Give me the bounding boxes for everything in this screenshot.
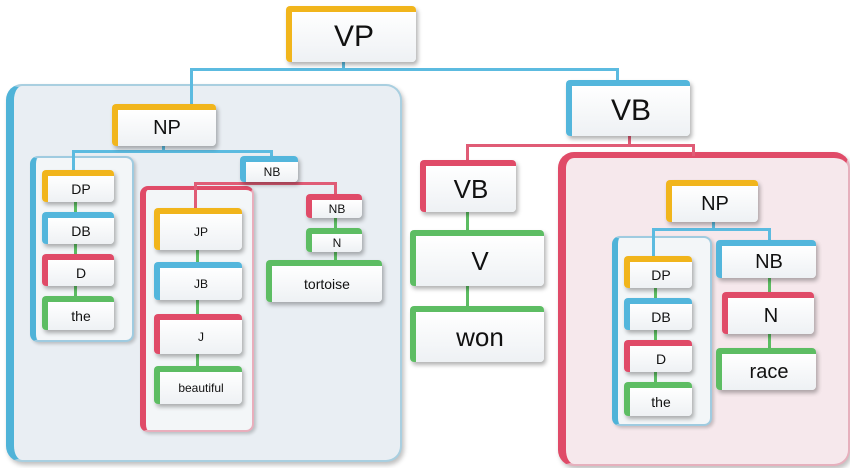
connector xyxy=(72,150,272,153)
n-node: N xyxy=(306,228,362,252)
connector xyxy=(466,144,694,147)
n-node-right: N xyxy=(722,292,814,334)
word-node-the-right: the xyxy=(624,382,692,416)
np-node-right: NP xyxy=(666,180,758,222)
v-node: V xyxy=(410,230,544,286)
dp-node-right: DP xyxy=(624,256,692,288)
connector xyxy=(652,228,770,231)
vb-node: VB xyxy=(566,80,690,136)
connector xyxy=(466,144,469,160)
connector xyxy=(768,228,771,240)
word-node-race: race xyxy=(716,348,816,390)
nb-inner-node: NB xyxy=(306,194,362,218)
d-node: D xyxy=(42,254,114,286)
connector xyxy=(616,68,619,86)
connector xyxy=(342,62,345,70)
connector xyxy=(334,182,337,196)
jp-node: JP xyxy=(154,208,242,250)
np-node: NP xyxy=(112,104,216,146)
db-node-right: DB xyxy=(624,298,692,330)
word-node-the: the xyxy=(42,296,114,330)
vb-node-mid: VB xyxy=(420,160,516,212)
word-node-tortoise: tortoise xyxy=(266,260,382,302)
connector xyxy=(194,182,197,208)
connector xyxy=(162,144,165,152)
connector xyxy=(270,150,273,156)
vp-node: VP xyxy=(286,6,416,62)
j-node: J xyxy=(154,314,242,354)
connector xyxy=(194,182,336,185)
word-node-beautiful: beautiful xyxy=(154,366,242,404)
connector xyxy=(190,68,193,104)
nb-node-right: NB xyxy=(716,240,816,278)
connector xyxy=(190,68,618,71)
connector xyxy=(692,144,695,156)
nb-node: NB xyxy=(240,156,298,182)
connector xyxy=(712,222,715,230)
connector xyxy=(652,228,655,256)
jb-node: JB xyxy=(154,262,242,300)
connector xyxy=(628,136,631,146)
db-node: DB xyxy=(42,212,114,244)
dp-node: DP xyxy=(42,170,114,202)
word-node-won: won xyxy=(410,306,544,362)
d-node-right: D xyxy=(624,340,692,372)
connector xyxy=(72,150,75,170)
